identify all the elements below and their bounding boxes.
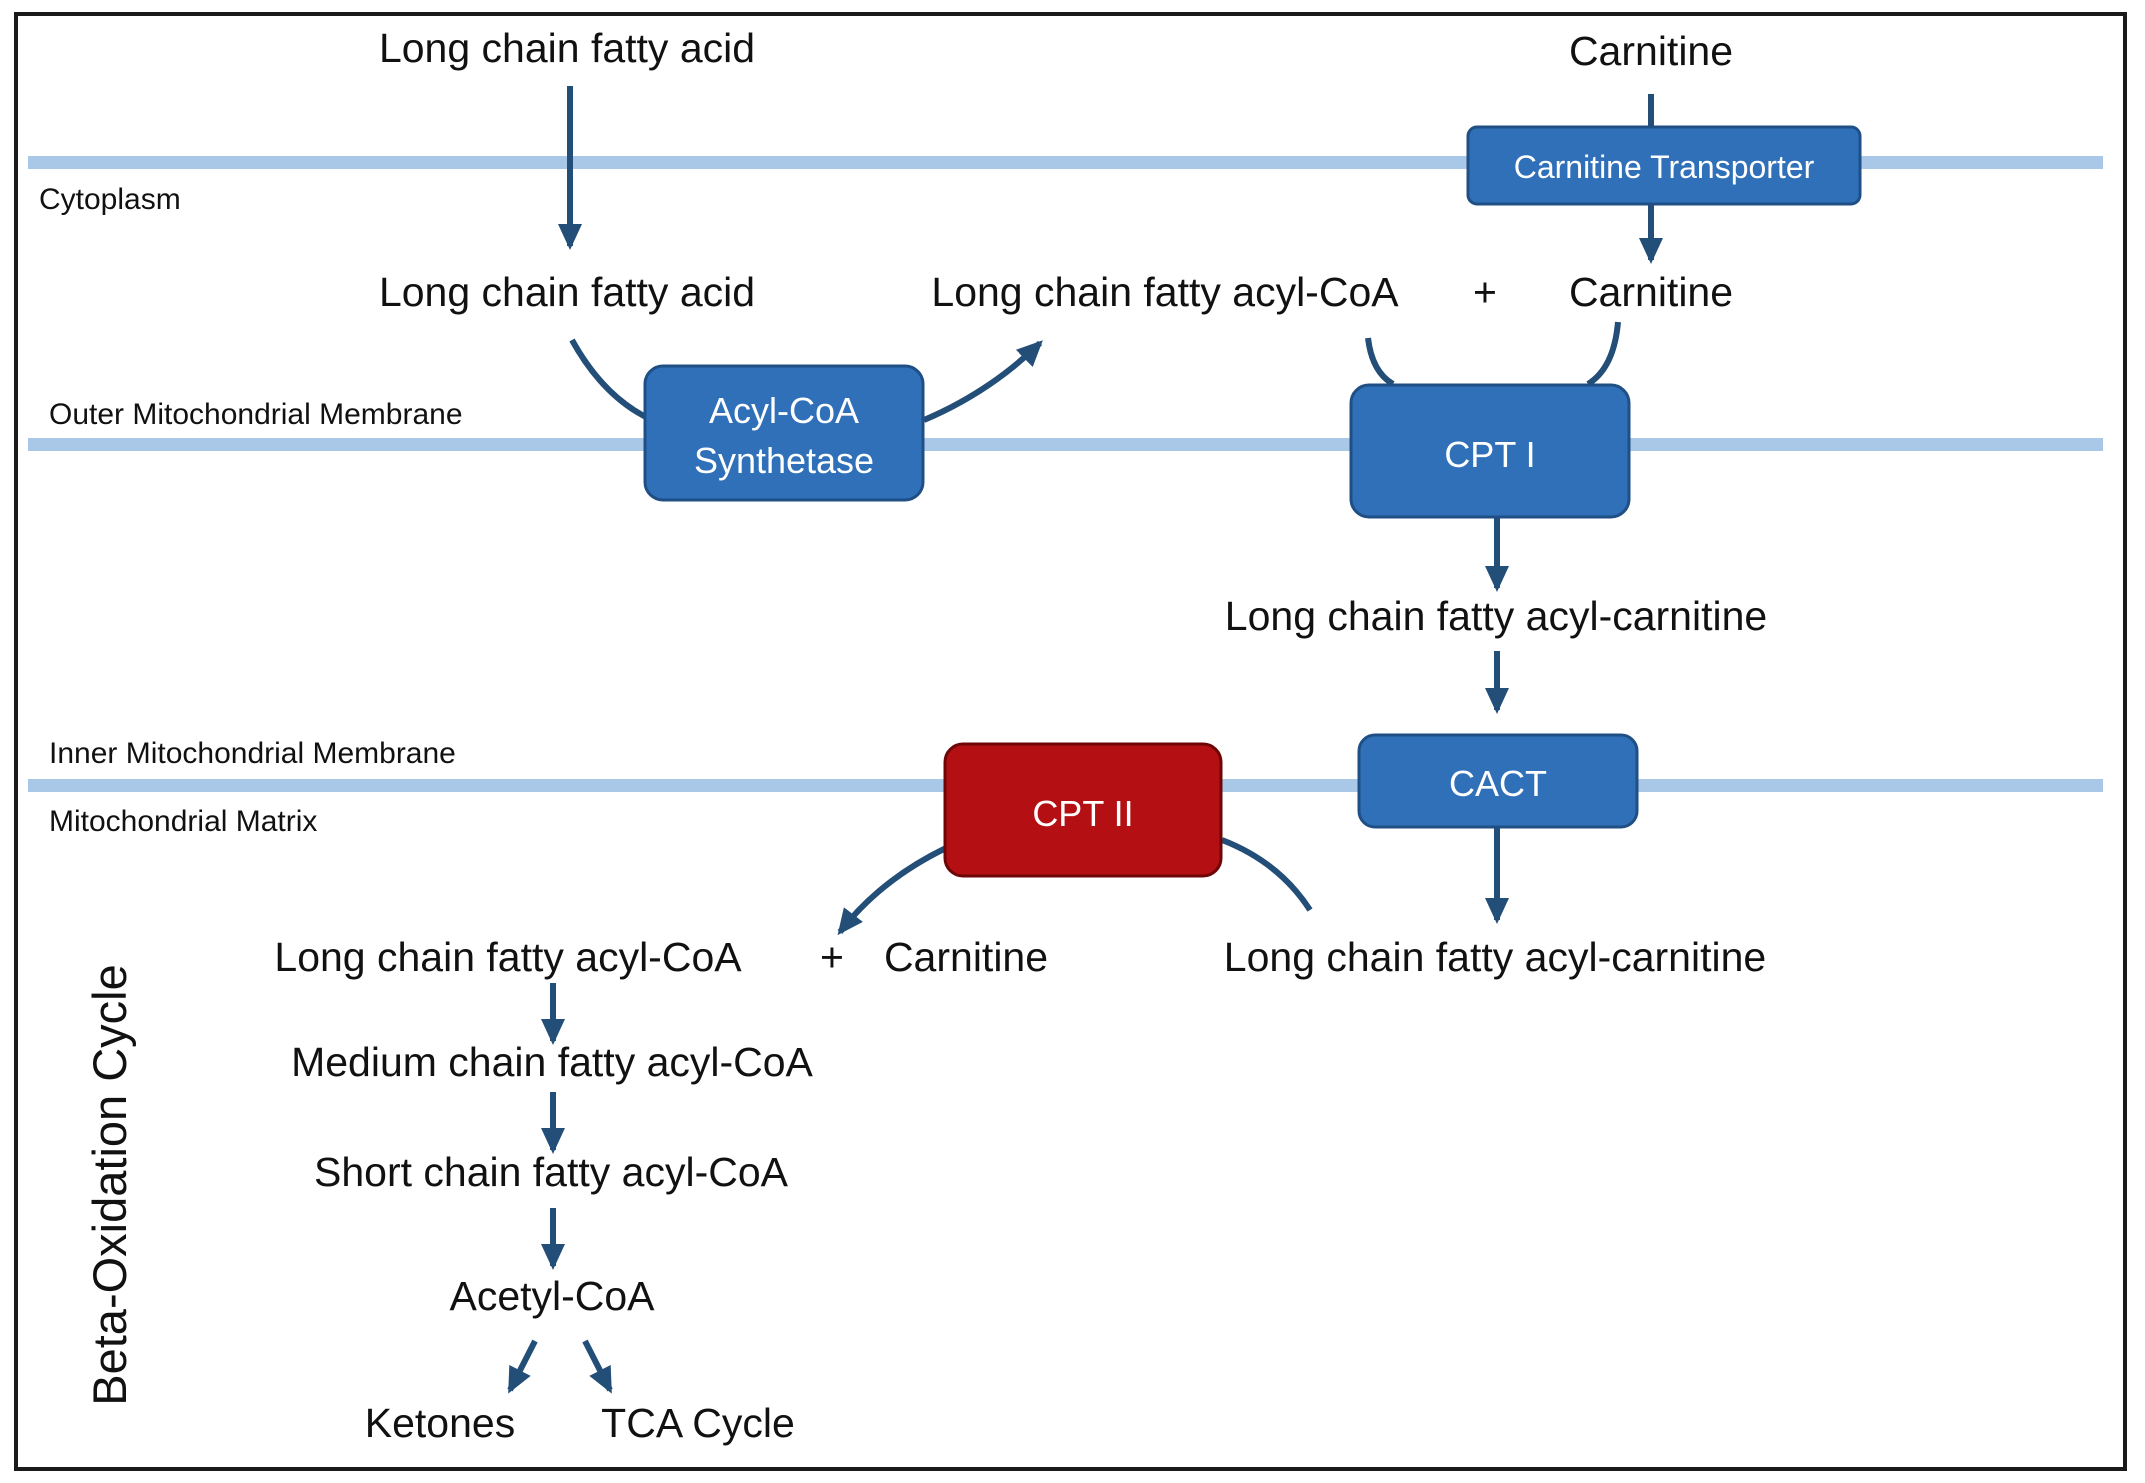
plus-sign-cytoplasm: + xyxy=(1473,269,1497,315)
region-label-inner-membrane: Inner Mitochondrial Membrane xyxy=(49,737,456,770)
cpt2: CPT II xyxy=(943,742,1223,878)
region-label-outer-membrane: Outer Mitochondrial Membrane xyxy=(49,398,463,431)
molecule-carnitine-cytoplasm: Carnitine xyxy=(1569,269,1733,315)
molecule-lcfa-acyl-coa-matrix: Long chain fatty acyl-CoA xyxy=(274,934,742,980)
arrow-cpt2-to-acyl-coa xyxy=(837,845,948,936)
molecule-short-chain-acyl-coa: Short chain fatty acyl-CoA xyxy=(314,1149,789,1195)
molecule-lcfa-acyl-coa-cytoplasm: Long chain fatty acyl-CoA xyxy=(931,269,1399,315)
arrow-acetyl-to-tca xyxy=(582,1339,613,1394)
curve-carnitine-to-cpt1 xyxy=(1586,321,1621,387)
cact: CACT xyxy=(1357,733,1639,829)
acyl-coa-synthetase-label-line2: Synthetase xyxy=(694,440,874,481)
arrow-synthetase-to-acyl-coa xyxy=(922,340,1043,423)
molecule-acetyl-coa: Acetyl-CoA xyxy=(449,1273,655,1319)
molecule-acylcarnitine-matrix: Long chain fatty acyl-carnitine xyxy=(1224,934,1766,980)
molecule-lcfa-outside: Long chain fatty acid xyxy=(379,25,755,71)
molecule-ketones: Ketones xyxy=(365,1400,515,1446)
cact-label: CACT xyxy=(1449,763,1547,804)
region-label-matrix: Mitochondrial Matrix xyxy=(49,805,317,838)
region-label-cytoplasm: Cytoplasm xyxy=(39,183,181,216)
plus-sign-matrix: + xyxy=(820,934,844,980)
molecule-medium-chain-acyl-coa: Medium chain fatty acyl-CoA xyxy=(291,1039,813,1085)
molecule-carnitine-outside: Carnitine xyxy=(1569,28,1733,74)
acyl-coa-synthetase-label-line1: Acyl-CoA xyxy=(709,390,859,431)
outer-mitochondrial-membrane xyxy=(28,438,2103,451)
molecule-tca-cycle: TCA Cycle xyxy=(601,1400,795,1446)
beta-oxidation-cycle-label: Beta-Oxidation Cycle xyxy=(83,964,136,1405)
carnitine-transporter: Carnitine Transporter xyxy=(1466,125,1862,206)
diagram-frame xyxy=(14,12,2127,1471)
cpt1: CPT I xyxy=(1349,383,1631,519)
cpt2-label: CPT II xyxy=(1032,793,1133,834)
molecule-acylcarnitine-intermembrane: Long chain fatty acyl-carnitine xyxy=(1225,593,1767,639)
curve-lcfa-to-synthetase xyxy=(569,338,654,423)
cpt1-label: CPT I xyxy=(1444,434,1535,475)
molecule-lcfa-cytoplasm: Long chain fatty acid xyxy=(379,269,755,315)
arrow-acetyl-to-ketones xyxy=(507,1339,538,1394)
curve-acylcarnitine-to-cpt2 xyxy=(1220,837,1313,912)
molecule-carnitine-matrix: Carnitine xyxy=(884,934,1048,980)
curve-acyl-coa-to-cpt1 xyxy=(1365,337,1395,387)
carnitine-transporter-label: Carnitine Transporter xyxy=(1514,149,1815,185)
acyl-coa-synthetase: Acyl-CoA Synthetase xyxy=(643,364,925,502)
